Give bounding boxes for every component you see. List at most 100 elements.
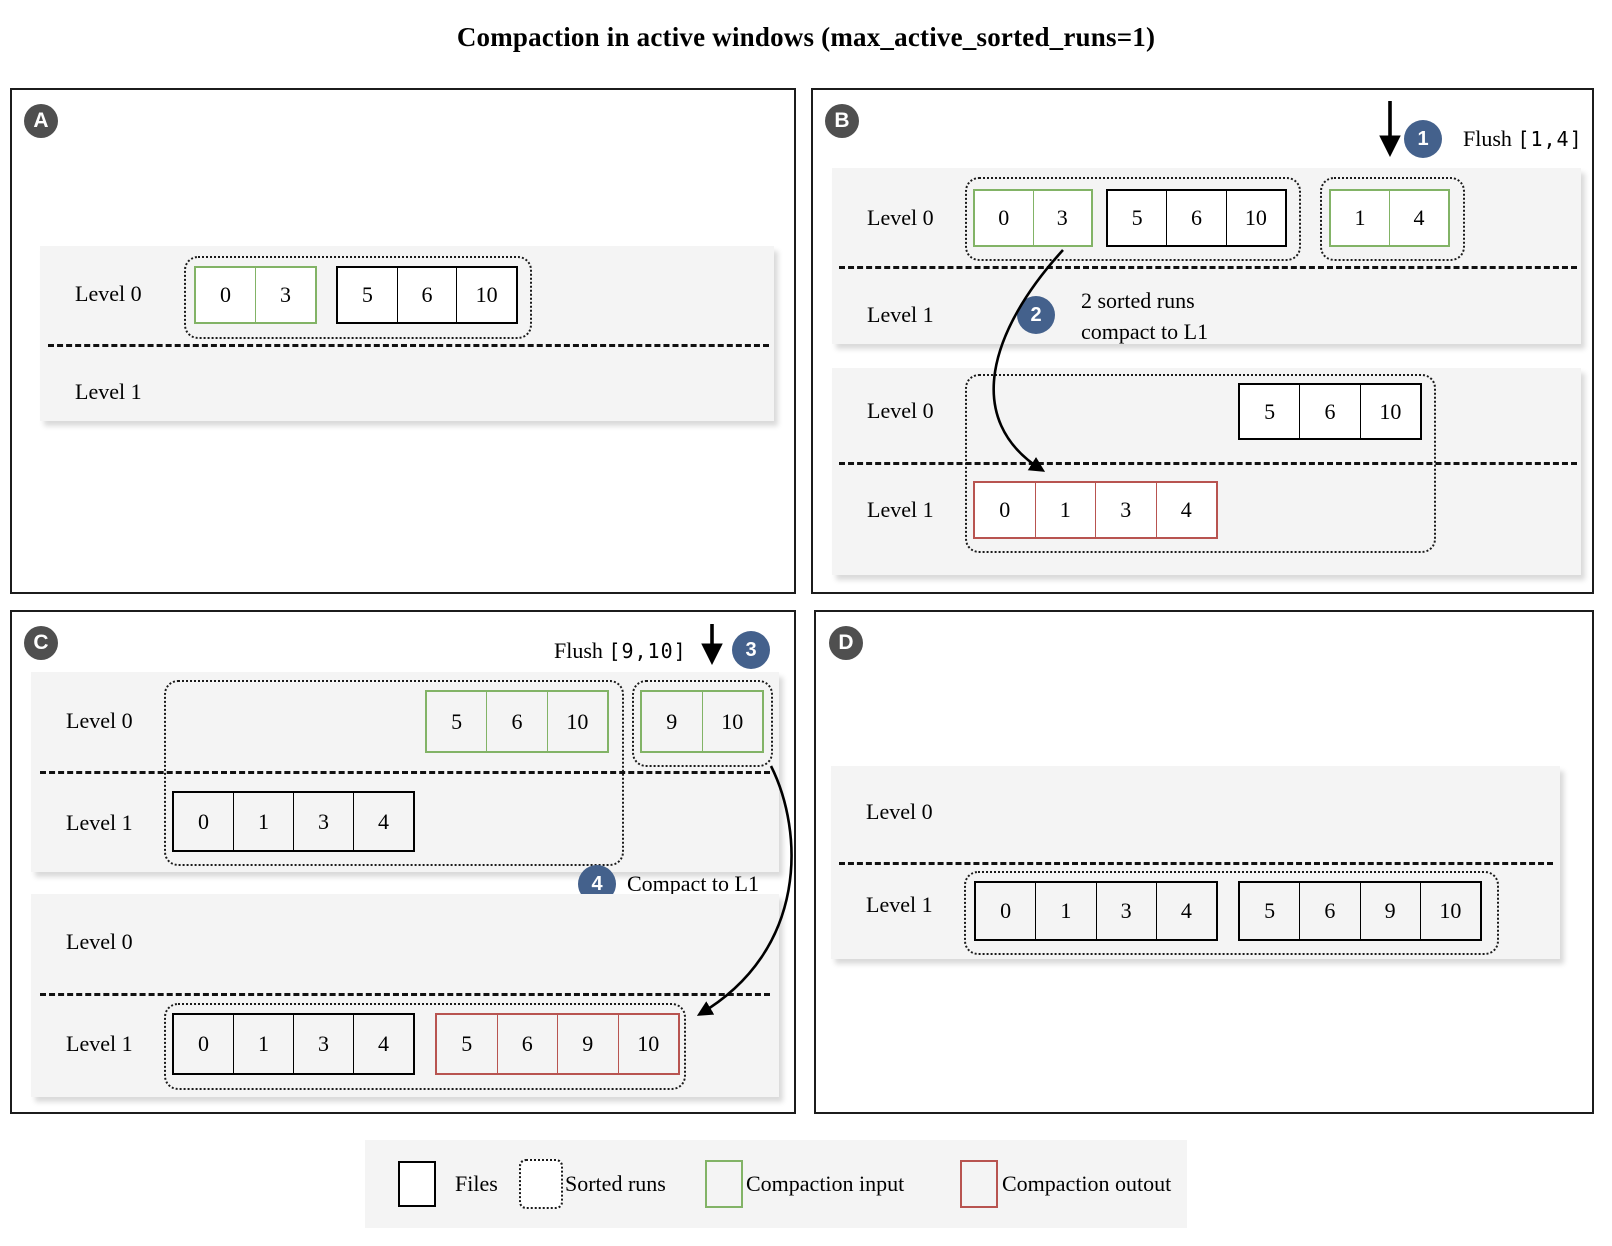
step-3-marker: 3: [732, 631, 770, 669]
panel-c-state2-level0-label: Level 0: [66, 929, 133, 954]
legend-files-label: Files: [455, 1171, 498, 1196]
legend-files-swatch: [398, 1161, 436, 1207]
panel-c-state2-sorted-run-outline: [164, 1003, 686, 1090]
file-cell: 3: [1095, 483, 1156, 537]
file-cell: 4: [353, 1015, 413, 1073]
step-3-flush-range: [9,10]: [608, 639, 687, 663]
panel-b-state2-band: [832, 368, 1581, 575]
panel-c-state2-level1-label: Level 1: [66, 1031, 133, 1056]
panel-c-state1-level0-label: Level 0: [66, 708, 133, 733]
file-cell: 5: [1264, 398, 1276, 424]
step-3-flush-text: Flush: [554, 638, 603, 663]
panel-b-state2-level0-label: Level 0: [867, 398, 934, 423]
file-cell: 1: [233, 1015, 293, 1073]
file-cell: 3: [1032, 191, 1092, 245]
legend-compaction-output-label: Compaction outout: [1002, 1171, 1172, 1196]
panel-d-level-separator: [839, 862, 1553, 865]
file-cell: 0: [999, 497, 1011, 522]
file-cell: 5: [1131, 205, 1143, 230]
file-cell: 6: [486, 692, 546, 751]
legend-compaction-input-label: Compaction input: [746, 1171, 905, 1196]
file-cell: 10: [1359, 385, 1420, 438]
panel-c-state1-level1-label: Level 1: [66, 810, 133, 835]
step-1-label: Flush [1,4]: [1463, 126, 1583, 152]
file-cell: 9: [666, 708, 678, 734]
file-cell: 1: [233, 793, 293, 850]
panel-a-level0-label: Level 0: [75, 281, 142, 306]
file-cell: 3: [293, 1015, 353, 1073]
file-cell: 0: [1000, 898, 1012, 923]
file-cell: 3: [293, 793, 353, 850]
file-cell: 1: [1354, 205, 1366, 230]
file-cell: 5: [451, 708, 463, 734]
file-cell: 10: [546, 692, 607, 751]
panel-c-badge: C: [24, 626, 58, 660]
step-1-marker: 1: [1404, 120, 1442, 158]
panel-b-badge: B: [825, 104, 859, 138]
panel-b-sorted-run-outline-flushed: [1320, 177, 1465, 261]
legend-sorted-runs-label: Sorted runs: [565, 1171, 666, 1196]
panel-a-level1-label: Level 1: [75, 379, 142, 404]
panel-c-state1-level-separator: [40, 771, 770, 774]
legend: Files Sorted runs Compaction input Compa…: [365, 1140, 1187, 1228]
file-cell: 6: [1299, 385, 1359, 438]
file-cell: 10: [1225, 191, 1285, 245]
file-cell: 9: [557, 1015, 618, 1073]
file-cell: 10: [456, 268, 516, 322]
panel-c-file-run-9-10: 9 10: [640, 690, 764, 753]
panel-c-state2-level-separator: [40, 993, 770, 996]
step-1-flush-text: Flush: [1463, 126, 1512, 151]
step-2-label-line2: compact to L1: [1081, 319, 1209, 344]
panel-a-sorted-run-outline: [184, 256, 532, 339]
panel-b-sorted-run-outline-1: [965, 177, 1301, 261]
file-cell: 6: [1166, 191, 1225, 245]
file-cell: 0: [220, 282, 231, 307]
panel-d-level1-label: Level 1: [866, 892, 933, 917]
file-cell: 0: [998, 205, 1010, 230]
step-3-label: Flush [9,10]: [554, 638, 687, 664]
file-cell: 4: [1155, 483, 1217, 537]
step-2-marker: 2: [1017, 296, 1055, 334]
panel-b-state1-level-separator: [839, 266, 1577, 269]
file-cell: 1: [1034, 483, 1096, 537]
file-cell: 5: [1264, 898, 1276, 923]
panel-d-level0-label: Level 0: [866, 799, 933, 824]
panel-b-state2-level-separator: [839, 462, 1577, 465]
file-cell: 0: [198, 808, 209, 834]
legend-sorted-runs-swatch: [519, 1159, 563, 1209]
file-cell: 10: [617, 1015, 679, 1073]
file-cell: 0: [198, 1031, 209, 1056]
file-cell: 10: [1419, 883, 1480, 939]
legend-compaction-input-swatch: [705, 1160, 743, 1208]
file-cell: 5: [461, 1031, 473, 1056]
panel-b-state1-level1-label: Level 1: [867, 302, 934, 327]
panel-b-state2-level1-label: Level 1: [867, 497, 934, 522]
file-cell: 6: [1299, 883, 1359, 939]
panel-d-sorted-run-outline: [964, 871, 1499, 955]
step-2-label-line1: 2 sorted runs: [1081, 288, 1195, 313]
panel-b-state1-level0-label: Level 0: [867, 205, 934, 230]
step-1-flush-range: [1,4]: [1517, 127, 1583, 151]
file-cell: 4: [1389, 191, 1448, 245]
file-cell: 6: [396, 268, 457, 322]
file-cell: 10: [701, 692, 763, 751]
file-cell: 4: [1155, 883, 1216, 939]
file-cell: 6: [496, 1015, 558, 1073]
file-cell: 5: [361, 282, 373, 307]
file-cell: 3: [1095, 883, 1156, 939]
diagram-title: Compaction in active windows (max_active…: [456, 22, 1156, 52]
legend-compaction-output-swatch: [960, 1160, 998, 1208]
file-cell: 1: [1035, 883, 1095, 939]
